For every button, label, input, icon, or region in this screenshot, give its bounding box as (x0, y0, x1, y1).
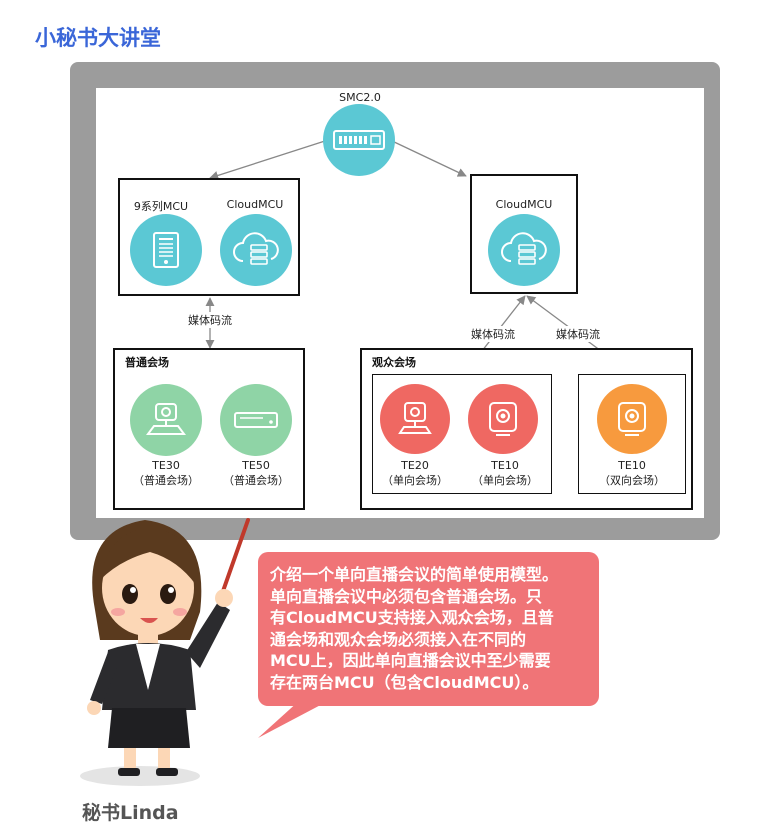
camera-cube-icon (489, 402, 517, 436)
te10-bidirectional-node (597, 384, 667, 454)
server-bar-icon (333, 130, 385, 150)
te20-node (380, 384, 450, 454)
media-stream-label-audience: 媒体码流 (469, 326, 517, 342)
speech-bubble (258, 552, 599, 706)
smc-to-left-mcu-arrow (209, 139, 329, 180)
smc-to-right-mcu-arrow (389, 139, 467, 177)
te50-label: TE50（普通会场） (223, 459, 289, 487)
smc-node (323, 104, 395, 176)
right-cloudmcu-label: CloudMCU (495, 198, 553, 211)
media-stream-label-bidirectional: 媒体码流 (554, 326, 602, 342)
audience-venue-title: 观众会场 (372, 356, 416, 369)
camera-cube-icon (618, 402, 646, 436)
cloud-database-icon (233, 232, 279, 265)
smc-label: SMC2.0 (339, 91, 381, 104)
te10-bidirectional-label: TE10（双向会场） (599, 459, 665, 487)
mcu-9-series-node (130, 214, 202, 286)
page-title: 小秘书大讲堂 (35, 26, 161, 50)
right-cloudmcu-node (488, 214, 560, 286)
te10-unidirectional-node (468, 384, 538, 454)
camera-terminal-icon (398, 402, 432, 434)
set-top-box-icon (234, 412, 278, 428)
te30-label: TE30（普通会场） (133, 459, 199, 487)
camera-terminal-icon (146, 403, 186, 435)
te30-node (130, 384, 202, 456)
te20-label: TE20（单向会场） (382, 459, 448, 487)
left-cloudmcu-label: CloudMCU (226, 198, 284, 211)
speech-bubble-text: 介绍一个单向直播会议的简单使用模型。 单向直播会议中必须包含普通会场。只 有Cl… (270, 565, 559, 692)
ordinary-venue-title: 普通会场 (125, 356, 169, 369)
mcu-9-series-label: 9系列MCU (133, 200, 189, 213)
media-stream-label-left: 媒体码流 (186, 312, 234, 328)
server-rack-icon (153, 232, 179, 268)
speaker-name: 秘书Linda (82, 802, 179, 824)
left-cloudmcu-node (220, 214, 292, 286)
cloud-database-icon (501, 232, 547, 265)
te50-node (220, 384, 292, 456)
te10-unidirectional-label: TE10（单向会场） (472, 459, 538, 487)
